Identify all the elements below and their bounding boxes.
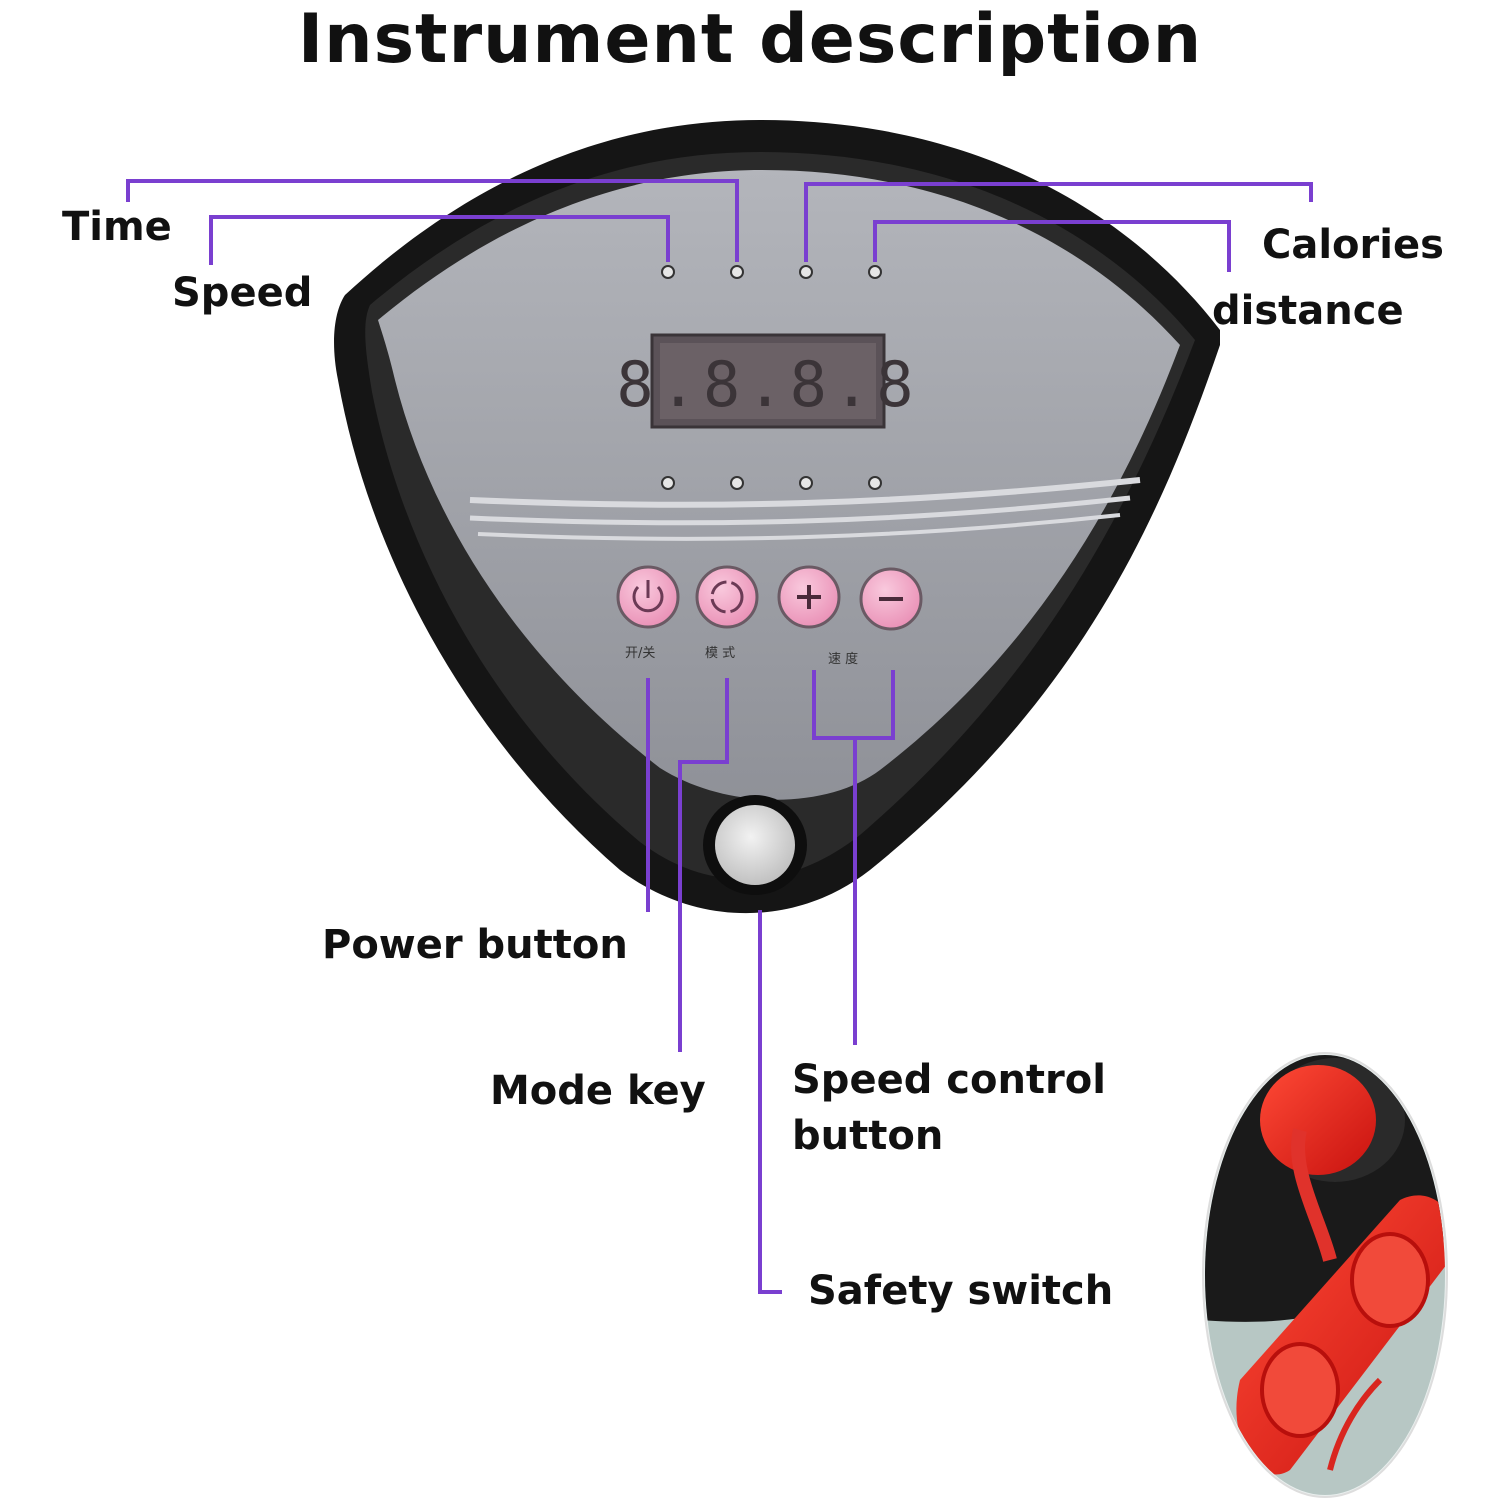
leader-safety bbox=[758, 910, 782, 1294]
indicator-time-led bbox=[730, 265, 744, 279]
indicator-speed-led bbox=[661, 265, 675, 279]
bottom-indicators bbox=[661, 476, 882, 490]
indicator-distance-led bbox=[799, 265, 813, 279]
label-speed-control-button: Speed control button bbox=[792, 1057, 1106, 1159]
label-mode-key: Mode key bbox=[490, 1068, 706, 1114]
mode-led-1 bbox=[661, 476, 675, 490]
label-distance: distance bbox=[1212, 288, 1404, 334]
safety-switch-knob[interactable] bbox=[703, 795, 807, 895]
power-caption: 开/关 bbox=[625, 646, 656, 661]
label-calories: Calories bbox=[1262, 222, 1444, 268]
leader-time bbox=[126, 179, 739, 262]
top-indicators bbox=[661, 265, 882, 279]
mode-button[interactable] bbox=[695, 565, 759, 629]
leader-distance bbox=[873, 220, 1231, 272]
label-time: Time bbox=[62, 204, 172, 250]
power-button[interactable] bbox=[616, 565, 680, 629]
mode-led-4 bbox=[868, 476, 882, 490]
power-icon bbox=[632, 580, 664, 613]
display-digits: 8.8.8.8 bbox=[616, 348, 919, 421]
led-display bbox=[650, 333, 886, 429]
speed-caption: 速 度 bbox=[828, 652, 859, 667]
minus-button[interactable] bbox=[859, 567, 923, 631]
leader-mode bbox=[678, 678, 729, 1052]
label-speed: Speed bbox=[172, 270, 313, 316]
page-title: Instrument description bbox=[297, 0, 1203, 79]
mode-cycle-icon bbox=[710, 580, 744, 614]
mode-caption: 模 式 bbox=[705, 646, 736, 661]
leader-lines bbox=[126, 179, 1313, 1294]
indicator-calories-led bbox=[868, 265, 882, 279]
leader-calories bbox=[804, 182, 1313, 262]
control-panel bbox=[378, 170, 1180, 800]
plus-button[interactable] bbox=[777, 565, 841, 629]
leader-speed bbox=[209, 215, 670, 265]
mode-led-2 bbox=[730, 476, 744, 490]
label-safety-switch: Safety switch bbox=[808, 1268, 1114, 1314]
plus-icon bbox=[797, 585, 821, 609]
safety-key-inset bbox=[1202, 1052, 1448, 1498]
mode-led-3 bbox=[799, 476, 813, 490]
label-power-button: Power button bbox=[322, 922, 628, 968]
